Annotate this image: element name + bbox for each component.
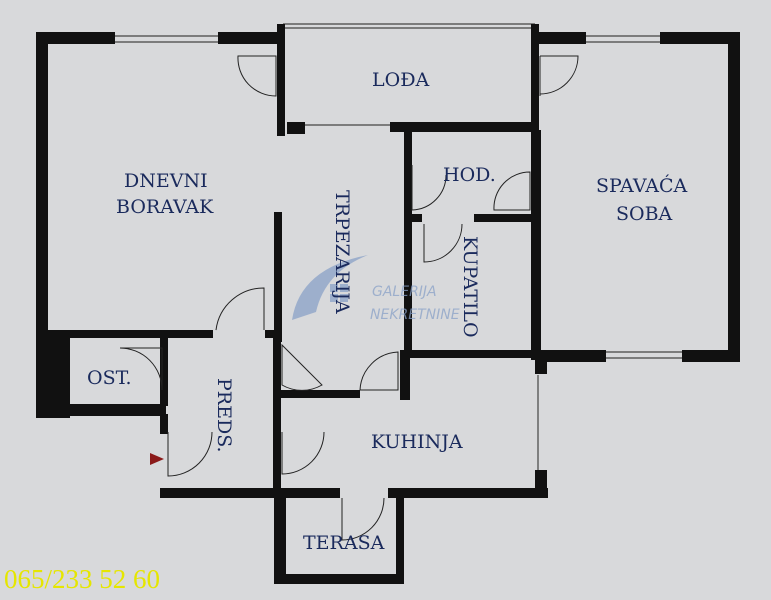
room-label-dnevni-line1: DNEVNI [124, 170, 208, 192]
room-label-preds: PREDS. [213, 378, 235, 453]
room-label-spavaca-line1: SPAVAĆA [596, 174, 688, 197]
watermark-swoosh-icon [292, 255, 368, 320]
watermark-line1: GALERIJA [372, 284, 437, 300]
entrance-arrow-icon [150, 453, 164, 465]
watermark: GALERIJA NEKRETNINE [292, 255, 460, 323]
room-label-ost: OST. [87, 367, 132, 389]
room-label-hod: HOD. [443, 164, 496, 186]
room-label-kuhinja: KUHINJA [371, 431, 463, 453]
room-label-spavaca-line2: SOBA [616, 203, 673, 225]
room-label-dnevni-line2: BORAVAK [116, 196, 214, 218]
room-labels: LOĐA DNEVNI BORAVAK HOD. SPAVAĆA SOBA TR… [87, 69, 688, 554]
room-label-loda: LOĐA [372, 69, 430, 91]
room-label-terasa: TERASA [303, 532, 385, 554]
walls [36, 24, 740, 584]
contact-phone: 065/233 52 60 [4, 564, 160, 594]
doors [119, 55, 579, 541]
room-label-kupatilo: KUPATILO [459, 236, 481, 338]
room-label-trpezarija: TRPEZARIJA [331, 190, 353, 314]
watermark-logo-icon [330, 284, 348, 302]
watermark-line2: NEKRETNINE [370, 307, 460, 323]
